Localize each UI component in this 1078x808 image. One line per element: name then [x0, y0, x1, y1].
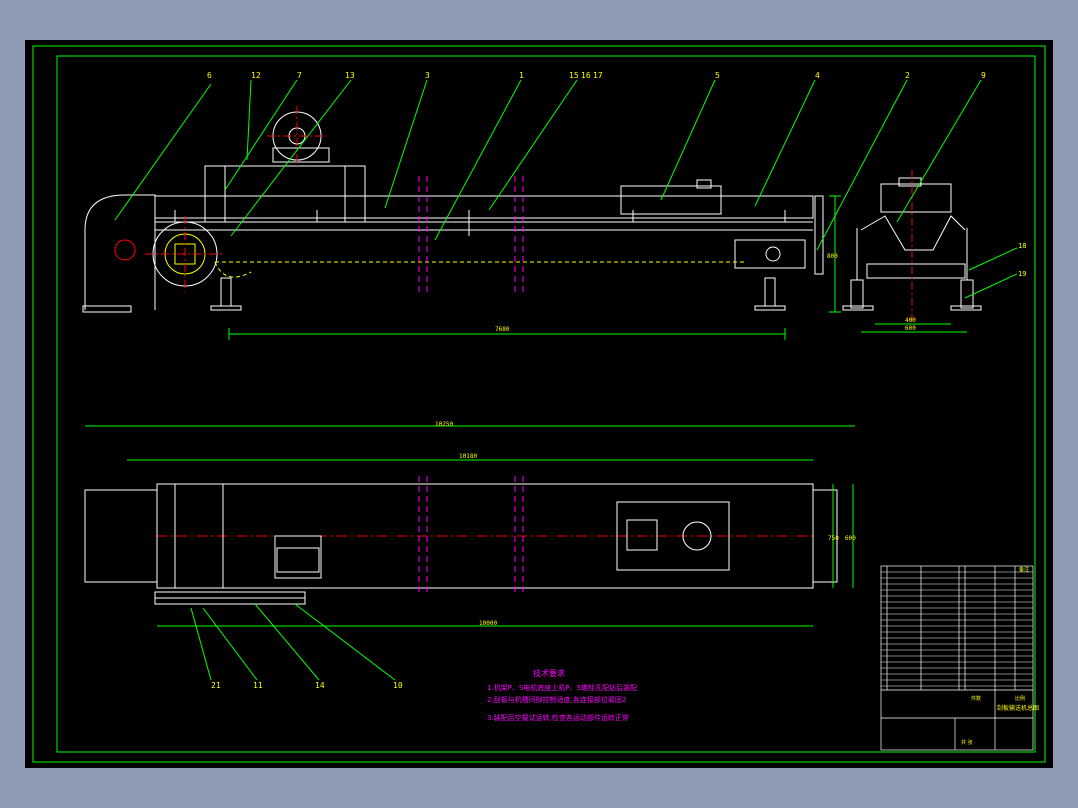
- cad-drawing: 7680 800 400 600: [32, 45, 1046, 763]
- cad-drawing-viewport[interactable]: 7680 800 400 600: [25, 40, 1053, 768]
- callout-19: 19: [1018, 270, 1026, 278]
- callouts-bottom: 21 11 14 10: [211, 681, 403, 690]
- dim-front-length: 7680: [495, 326, 510, 333]
- leader-lines: [114, 79, 1018, 681]
- technical-notes: 技术要求 1.机架P、S电机底座上机P、S螺栓孔配钻后装配 2.刮板与机槽间隙控…: [487, 668, 637, 722]
- callout-9: 9: [981, 71, 986, 80]
- parts-list-header: 备注: [1019, 566, 1029, 573]
- dim-side-inner: 400: [905, 317, 916, 324]
- note-line-1: 1.机架P、S电机底座上机P、S螺栓孔配钻后装配: [487, 683, 637, 692]
- callout-13: 13: [345, 71, 355, 80]
- callout-18: 18: [1018, 242, 1026, 250]
- dim-plan-mid: 10180: [459, 453, 477, 460]
- callout-5: 5: [715, 71, 720, 80]
- notes-title: 技术要求: [533, 668, 565, 678]
- plan-dimensions: [85, 425, 855, 627]
- note-line-3: 3.装配后空载试运转,检查各运动部件运转正常: [487, 713, 629, 722]
- front-chain: [214, 261, 745, 278]
- side-view: [842, 177, 982, 311]
- plan-breaklines: [418, 476, 524, 596]
- front-centerlines: [145, 106, 327, 292]
- drawing-title: 刮板输送机总图: [997, 704, 1039, 712]
- callout-4: 4: [815, 71, 820, 80]
- dim-plan-w2: 600: [845, 535, 856, 542]
- sheet-label: 共 张: [961, 739, 973, 746]
- callout-14: 14: [315, 681, 325, 690]
- callout-7: 7: [297, 71, 302, 80]
- callout-10: 10: [393, 681, 403, 690]
- plan-view: [84, 483, 838, 605]
- callout-17: 17: [593, 71, 603, 80]
- callout-2: 2: [905, 71, 910, 80]
- dim-plan-w1: 750: [828, 535, 839, 542]
- callout-16: 16: [581, 71, 591, 80]
- inner-frame: [56, 55, 1036, 753]
- title-block: [880, 565, 1034, 751]
- dim-plan-overall: 10250: [435, 421, 453, 428]
- note-line-2: 2.刮板与机槽间隙控制适度,各连接部位紧固2: [487, 695, 626, 704]
- side-dimensions: [861, 323, 967, 333]
- callout-11: 11: [253, 681, 263, 690]
- qty-label: 件数: [971, 695, 981, 702]
- callout-1: 1: [519, 71, 524, 80]
- front-breaklines: [418, 176, 524, 296]
- callout-15: 15: [569, 71, 579, 80]
- dim-plan-bottom: 10000: [479, 620, 497, 627]
- dim-side-outer: 600: [905, 325, 916, 332]
- outer-frame: [32, 45, 1046, 763]
- callouts-side: 18 19: [1018, 242, 1026, 278]
- scale-label: 比例: [1015, 695, 1025, 702]
- callout-6: 6: [207, 71, 212, 80]
- callouts-top: 6 12 7 13 3 1 15 16 17 5 4 2 9: [207, 71, 986, 80]
- callout-3: 3: [425, 71, 430, 80]
- front-view: [82, 111, 824, 313]
- callout-21: 21: [211, 681, 221, 690]
- dim-front-height: 800: [827, 253, 838, 260]
- callout-12: 12: [251, 71, 261, 80]
- parts-list-rows: [881, 571, 1033, 687]
